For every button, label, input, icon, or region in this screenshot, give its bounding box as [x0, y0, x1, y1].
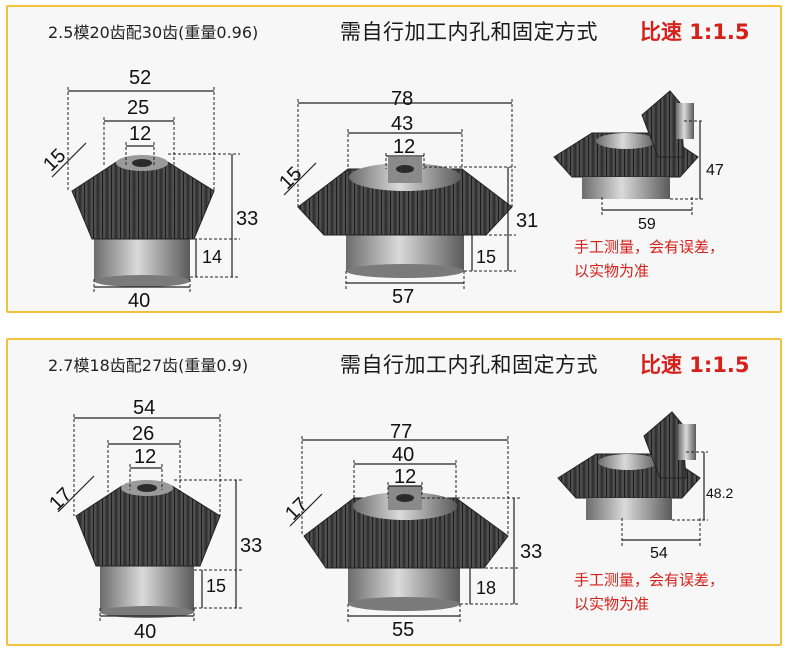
pinion-bore	[132, 159, 152, 167]
pinion-bore	[137, 484, 157, 492]
large-outer-dim: 77	[390, 421, 412, 443]
small-height-dim: 33	[236, 208, 258, 230]
large-mid-dim: 43	[391, 113, 413, 135]
gear-bore	[396, 494, 414, 502]
large-height-dim: 31	[516, 210, 538, 232]
small-mid-dim: 26	[132, 423, 154, 445]
large-bevel-gear	[303, 486, 509, 611]
small-outer-dim: 54	[133, 397, 155, 419]
measurement-note: 手工测量，会有误差， 以实物为准	[574, 571, 725, 613]
small-tooth-dim: 17	[45, 484, 76, 515]
panel-heading: 需自行加工内孔和固定方式	[340, 353, 598, 377]
pinion-teeth	[71, 160, 215, 240]
pair-height-dim: 48.2	[706, 485, 733, 501]
pair-width-dim: 54	[650, 545, 668, 562]
large-bore-dim: 12	[393, 136, 415, 158]
pinion-teeth	[75, 485, 221, 567]
spec-panel-2: 2.7模18齿配27齿(重量0.9) 需自行加工内孔和固定方式 比速 1:1.5	[6, 338, 782, 646]
large-bevel-gear	[297, 157, 513, 278]
large-outer-dim: 78	[391, 88, 413, 110]
small-height-dim: 33	[240, 535, 262, 557]
large-hub-dia-dim: 57	[392, 286, 414, 308]
spec-panel-1: 2.5模20齿配30齿(重量0.96) 需自行加工内孔和固定方式 比速 1:1.…	[6, 5, 782, 313]
large-tooth-dim: 15	[275, 163, 306, 194]
panel-heading: 需自行加工内孔和固定方式	[340, 20, 598, 44]
small-pinion-gear	[75, 480, 221, 618]
small-hub-dia-dim: 40	[128, 290, 150, 312]
small-outer-dim: 52	[129, 67, 151, 89]
large-height-dim: 33	[520, 541, 542, 563]
pinion-hub	[100, 562, 194, 612]
measurement-note: 手工测量，会有误差， 以实物为准	[574, 238, 725, 280]
speed-ratio: 比速 1:1.5	[640, 353, 750, 377]
large-bore-dim: 12	[394, 466, 416, 488]
pair-width-dim: 59	[638, 216, 656, 233]
large-hub-height-dim: 18	[476, 578, 496, 598]
speed-ratio: 比速 1:1.5	[640, 20, 750, 44]
large-hub-height-dim: 15	[476, 247, 496, 267]
gear-illustration: 54 26 12 17 33 15 40	[45, 397, 733, 643]
small-hub-dia-dim: 40	[134, 621, 156, 643]
pair-height-dim: 47	[706, 162, 724, 179]
large-hub-dia-dim: 55	[392, 619, 414, 641]
meshed-gear-pair	[557, 411, 701, 520]
small-bore-dim: 12	[129, 123, 151, 145]
large-tooth-dim: 17	[281, 494, 312, 525]
meshed-gear-pair	[553, 90, 699, 199]
small-bore-dim: 12	[134, 446, 156, 468]
large-mid-dim: 40	[392, 444, 414, 466]
small-hub-height-dim: 15	[206, 576, 226, 596]
small-pinion-gear	[71, 155, 215, 287]
small-tooth-dim: 15	[39, 145, 70, 176]
small-mid-dim: 25	[127, 97, 149, 119]
gear-illustration: 52 25 12 15 33 14 40	[39, 67, 724, 312]
spec-label: 2.5模20齿配30齿(重量0.96)	[48, 23, 259, 42]
spec-label: 2.7模18齿配27齿(重量0.9)	[48, 356, 249, 375]
gear-bore	[396, 165, 414, 173]
small-hub-height-dim: 14	[202, 247, 222, 267]
